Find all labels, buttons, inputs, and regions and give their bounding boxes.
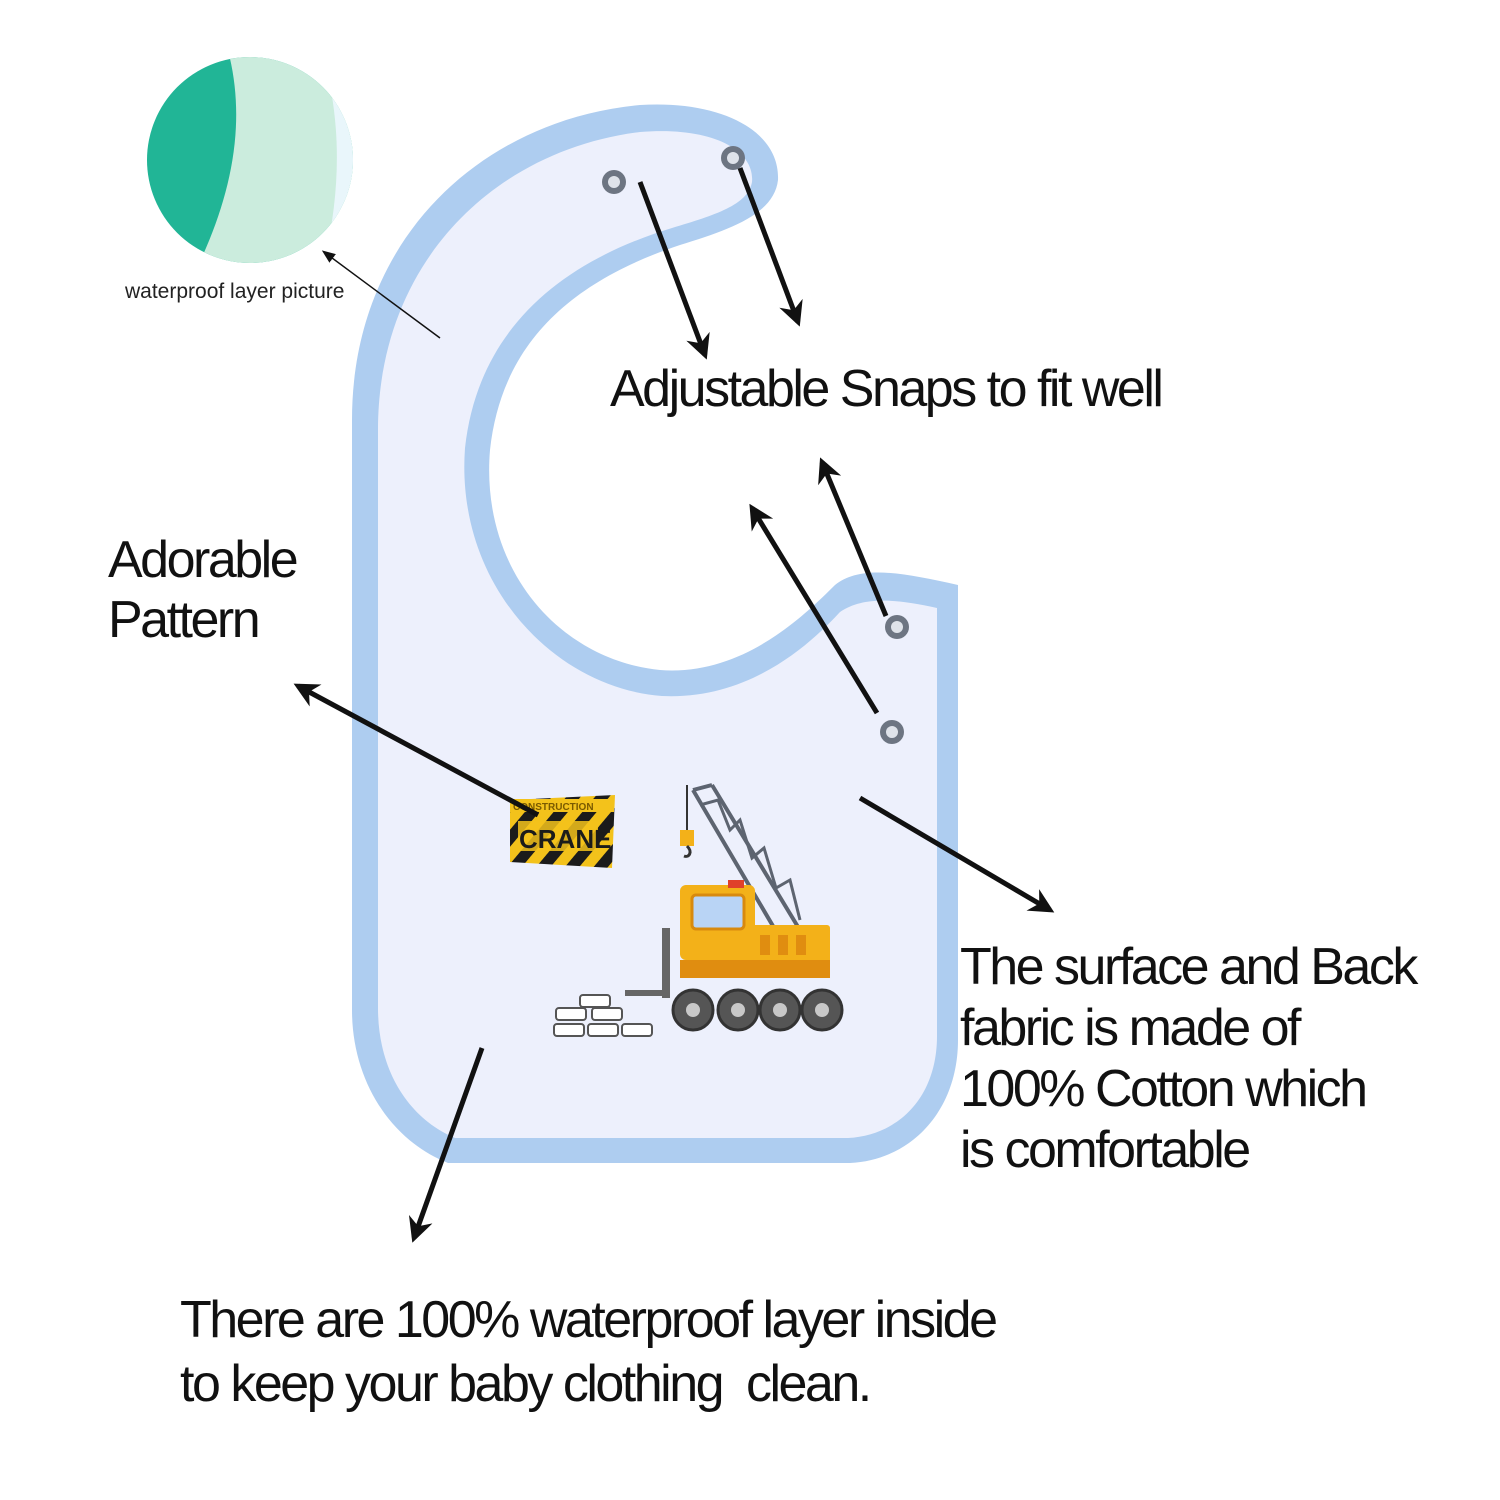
crane-truck-icon bbox=[625, 783, 844, 1032]
bib-surface bbox=[378, 131, 937, 1139]
waterproof-callout-line: There are 100% waterproof layer inside bbox=[180, 1291, 998, 1349]
pattern-callout-line: Adorable bbox=[108, 531, 299, 589]
sign-main-text: CRANE bbox=[519, 824, 611, 854]
waterproof-callout-line: to keep your baby clothing clean. bbox=[180, 1355, 872, 1413]
sign-top-text: CONSTRUCTION bbox=[513, 802, 594, 813]
brick-pile-icon bbox=[553, 994, 653, 1037]
fabric-callout: The surface and Back fabric is made of 1… bbox=[960, 937, 1418, 1181]
waterproof-callout: There are 100% waterproof layer inside t… bbox=[180, 1288, 998, 1416]
pattern-callout-line: Pattern bbox=[108, 591, 261, 649]
inset-pointer-arrow bbox=[321, 250, 441, 339]
snap-button-icon bbox=[602, 146, 909, 744]
fabric-callout-line: is comfortable bbox=[960, 1121, 1251, 1179]
pattern-callout: Adorable Pattern bbox=[108, 530, 299, 650]
construction-sign-icon: CONSTRUCTION CRANE bbox=[510, 795, 615, 868]
fabric-callout-line: 100% Cotton which bbox=[960, 1060, 1368, 1118]
waterproof-layer-inset bbox=[147, 57, 353, 263]
fabric-callout-line: fabric is made of bbox=[960, 999, 1301, 1057]
waterproof-picture-label: waterproof layer picture bbox=[125, 280, 345, 303]
callout-arrows bbox=[293, 167, 1055, 1243]
bib: CONSTRUCTION CRANE bbox=[352, 104, 958, 1163]
fabric-callout-line: The surface and Back bbox=[960, 938, 1418, 996]
snaps-callout: Adjustable Snaps to fit well bbox=[610, 360, 1164, 418]
